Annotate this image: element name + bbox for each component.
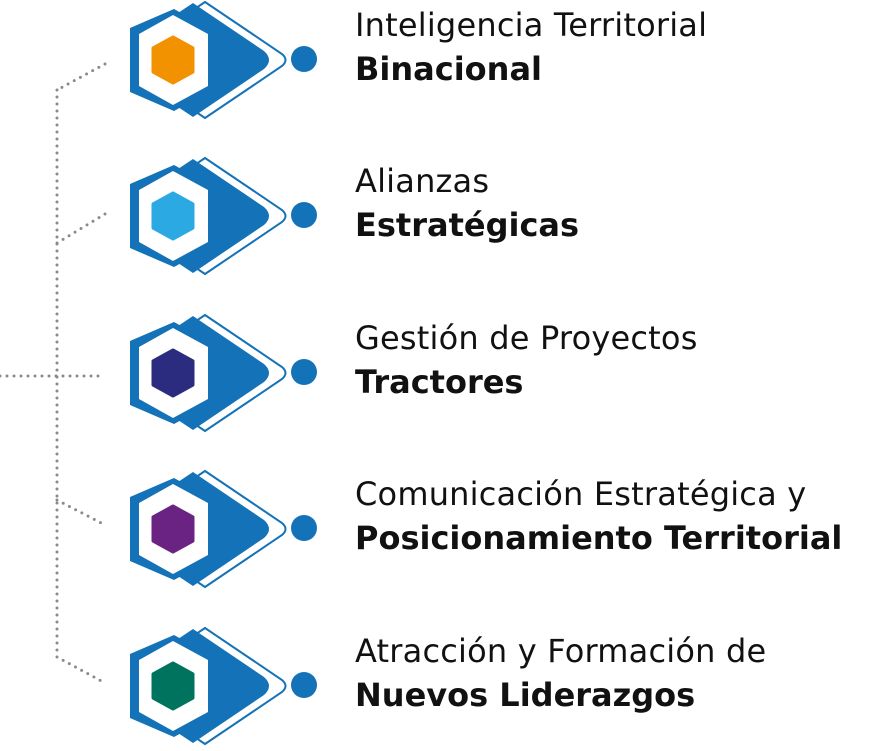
hexagon-arrow-icon bbox=[130, 0, 317, 120]
connector-4 bbox=[55, 498, 107, 527]
color-hexagon bbox=[151, 35, 195, 85]
hexagon-arrow-icon bbox=[130, 313, 317, 433]
connector-2 bbox=[55, 212, 107, 245]
pillar-label: Inteligencia Territorial Binacional bbox=[355, 3, 707, 91]
hexagon-arrow-icon bbox=[130, 469, 317, 589]
pillar-title-light: Inteligencia Territorial bbox=[355, 6, 708, 44]
dot-icon bbox=[291, 672, 317, 698]
pillar-title-bold: Tractores bbox=[355, 363, 524, 401]
pillar-label: Atracción y Formación de Nuevos Liderazg… bbox=[355, 629, 766, 717]
pillar-item: Inteligencia Territorial Binacional bbox=[0, 0, 885, 125]
connector-1 bbox=[55, 62, 107, 92]
color-hexagon bbox=[151, 504, 195, 554]
color-hexagon bbox=[151, 661, 195, 711]
pillar-title-light: Alianzas bbox=[355, 162, 490, 200]
pillar-title-light: Comunicación Estratégica y bbox=[355, 475, 807, 513]
dot-icon bbox=[291, 202, 317, 228]
pillar-label: Comunicación Estratégica y Posicionamien… bbox=[355, 472, 842, 560]
pillar-item: Comunicación Estratégica y Posicionamien… bbox=[0, 464, 885, 594]
dot-icon bbox=[291, 359, 317, 385]
hexagon-arrow-icon bbox=[130, 626, 317, 746]
pillar-item: Alianzas Estratégicas bbox=[0, 151, 885, 281]
hexagon-arrow-icon bbox=[130, 156, 317, 276]
pillar-label: Gestión de Proyectos Tractores bbox=[355, 316, 698, 404]
pillar-item: Gestión de Proyectos Tractores bbox=[0, 308, 885, 438]
pillar-item: Atracción y Formación de Nuevos Liderazg… bbox=[0, 621, 885, 751]
pillar-title-bold: Binacional bbox=[355, 50, 542, 88]
pillar-title-bold: Estratégicas bbox=[355, 206, 580, 244]
pillar-title-light: Atracción y Formación de bbox=[355, 632, 767, 670]
connector-5 bbox=[55, 655, 107, 685]
pillar-label: Alianzas Estratégicas bbox=[355, 159, 579, 247]
dot-icon bbox=[291, 515, 317, 541]
color-hexagon bbox=[151, 191, 195, 241]
color-hexagon bbox=[151, 348, 195, 398]
pillar-title-bold: Nuevos Liderazgos bbox=[355, 676, 696, 714]
pillar-title-light: Gestión de Proyectos bbox=[355, 319, 698, 357]
dot-icon bbox=[291, 46, 317, 72]
pillar-title-bold: Posicionamiento Territorial bbox=[355, 519, 843, 557]
